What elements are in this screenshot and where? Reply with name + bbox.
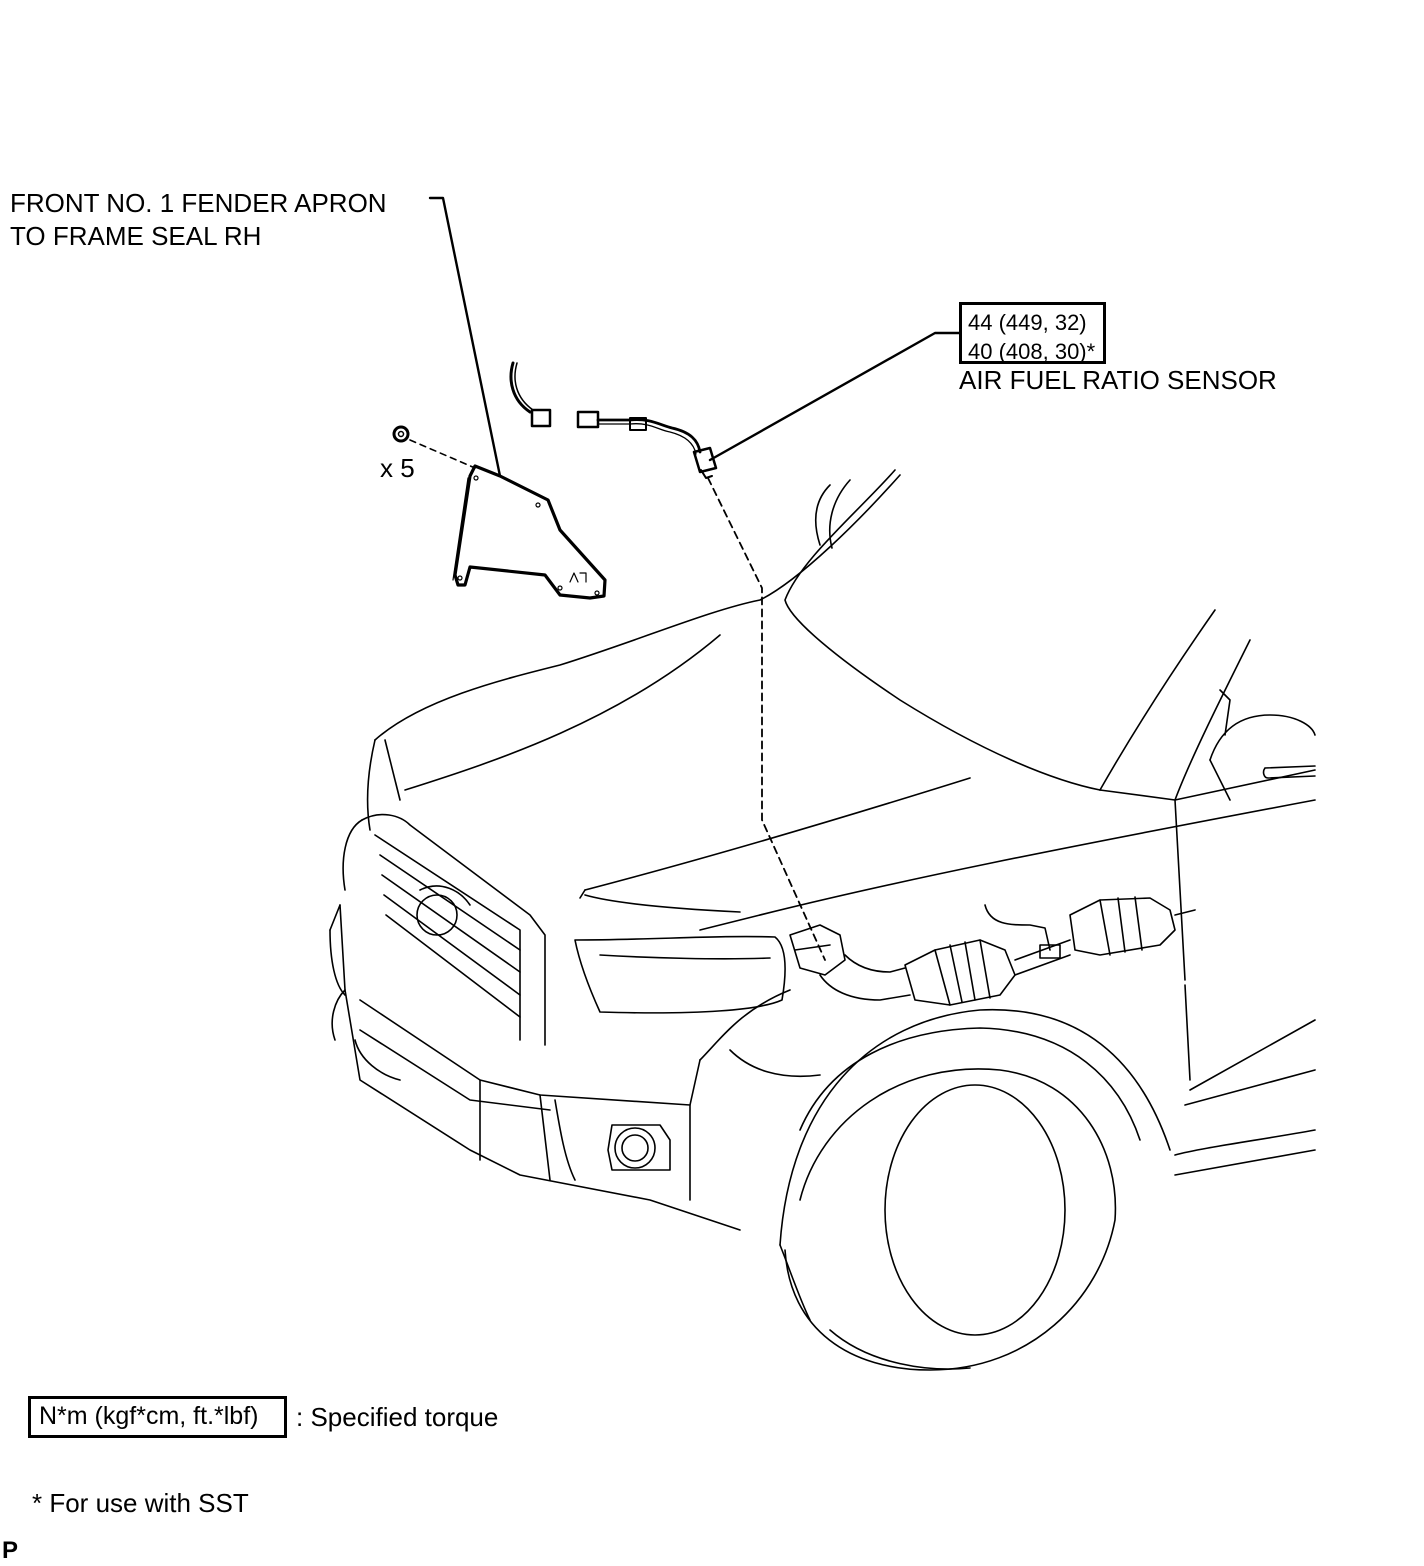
- torque-legend-box-text: N*m (kgf*cm, ft.*lbf): [39, 1402, 259, 1430]
- seal-label-line1: FRONT NO. 1 FENDER APRON: [10, 188, 387, 218]
- seal-leader-line: [428, 196, 502, 478]
- seal-label: FRONT NO. 1 FENDER APRON TO FRAME SEAL R…: [10, 187, 387, 252]
- fender-apron-seal-part: [452, 464, 607, 600]
- sensor-torque-box: 44 (449, 32) 40 (408, 30)*: [959, 302, 1106, 364]
- clip-dashed-line: [409, 439, 476, 469]
- torque-legend-box: N*m (kgf*cm, ft.*lbf): [28, 1396, 287, 1438]
- sst-note: * For use with SST: [32, 1488, 249, 1518]
- sensor-leader-line: [708, 331, 962, 462]
- corner-mark: P: [2, 1537, 19, 1564]
- clip-part: [392, 425, 410, 443]
- vehicle-body: [329, 469, 1316, 1371]
- clip-count-label: x 5: [380, 453, 415, 483]
- sensor-name-label: AIR FUEL RATIO SENSOR: [959, 365, 1277, 395]
- air-fuel-ratio-sensor-part: [509, 361, 718, 479]
- seal-label-line2: TO FRAME SEAL RH: [10, 220, 262, 251]
- torque-legend-desc: : Specified torque: [296, 1402, 499, 1432]
- sensor-install-dashed-line: [707, 477, 826, 961]
- torque-line2: 40 (408, 30)*: [968, 339, 1096, 364]
- torque-line1: 44 (449, 32): [968, 310, 1087, 335]
